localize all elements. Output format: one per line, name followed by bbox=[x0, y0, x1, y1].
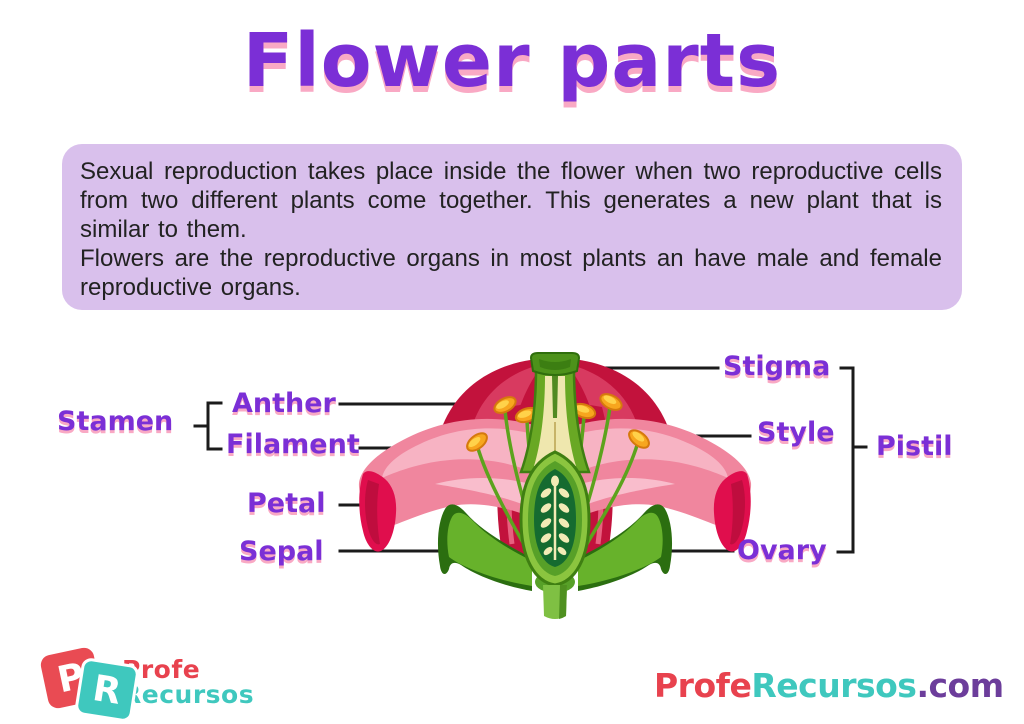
label-style: Style bbox=[757, 417, 835, 448]
profe-recursos-logo: P R Profe Recursos bbox=[38, 645, 260, 724]
intro-paragraph-2: Flowers are the reproductive organs in m… bbox=[80, 245, 942, 301]
label-sepal: Sepal bbox=[239, 536, 324, 567]
site-recursos: Recursos bbox=[751, 666, 917, 705]
logo-wordmark: Profe Recursos bbox=[122, 657, 254, 707]
logo-r-tile: R bbox=[73, 656, 141, 724]
intro-box: Sexual reproduction takes place inside t… bbox=[62, 144, 962, 310]
flower-cross-section-illustration bbox=[358, 352, 752, 619]
label-pistil: Pistil bbox=[876, 431, 953, 462]
stamen-bracket bbox=[206, 401, 223, 451]
label-petal: Petal bbox=[247, 488, 326, 519]
label-ovary: Ovary bbox=[737, 535, 827, 566]
label-filament: Filament bbox=[226, 429, 360, 460]
logo-word-recursos: Recursos bbox=[122, 680, 255, 709]
website-url: ProfeRecursos.com bbox=[654, 666, 1004, 705]
label-anther: Anther bbox=[232, 388, 336, 419]
anthers bbox=[466, 393, 650, 452]
label-stigma: Stigma bbox=[723, 351, 831, 382]
page-title: Flower parts bbox=[242, 18, 782, 104]
logo-r-letter: R bbox=[90, 667, 124, 713]
intro-paragraph-1: Sexual reproduction takes place inside t… bbox=[80, 158, 942, 243]
label-stamen: Stamen bbox=[57, 406, 174, 437]
site-tld: .com bbox=[916, 666, 1004, 705]
site-profe: Profe bbox=[654, 666, 752, 705]
pistil-bracket bbox=[836, 366, 855, 554]
